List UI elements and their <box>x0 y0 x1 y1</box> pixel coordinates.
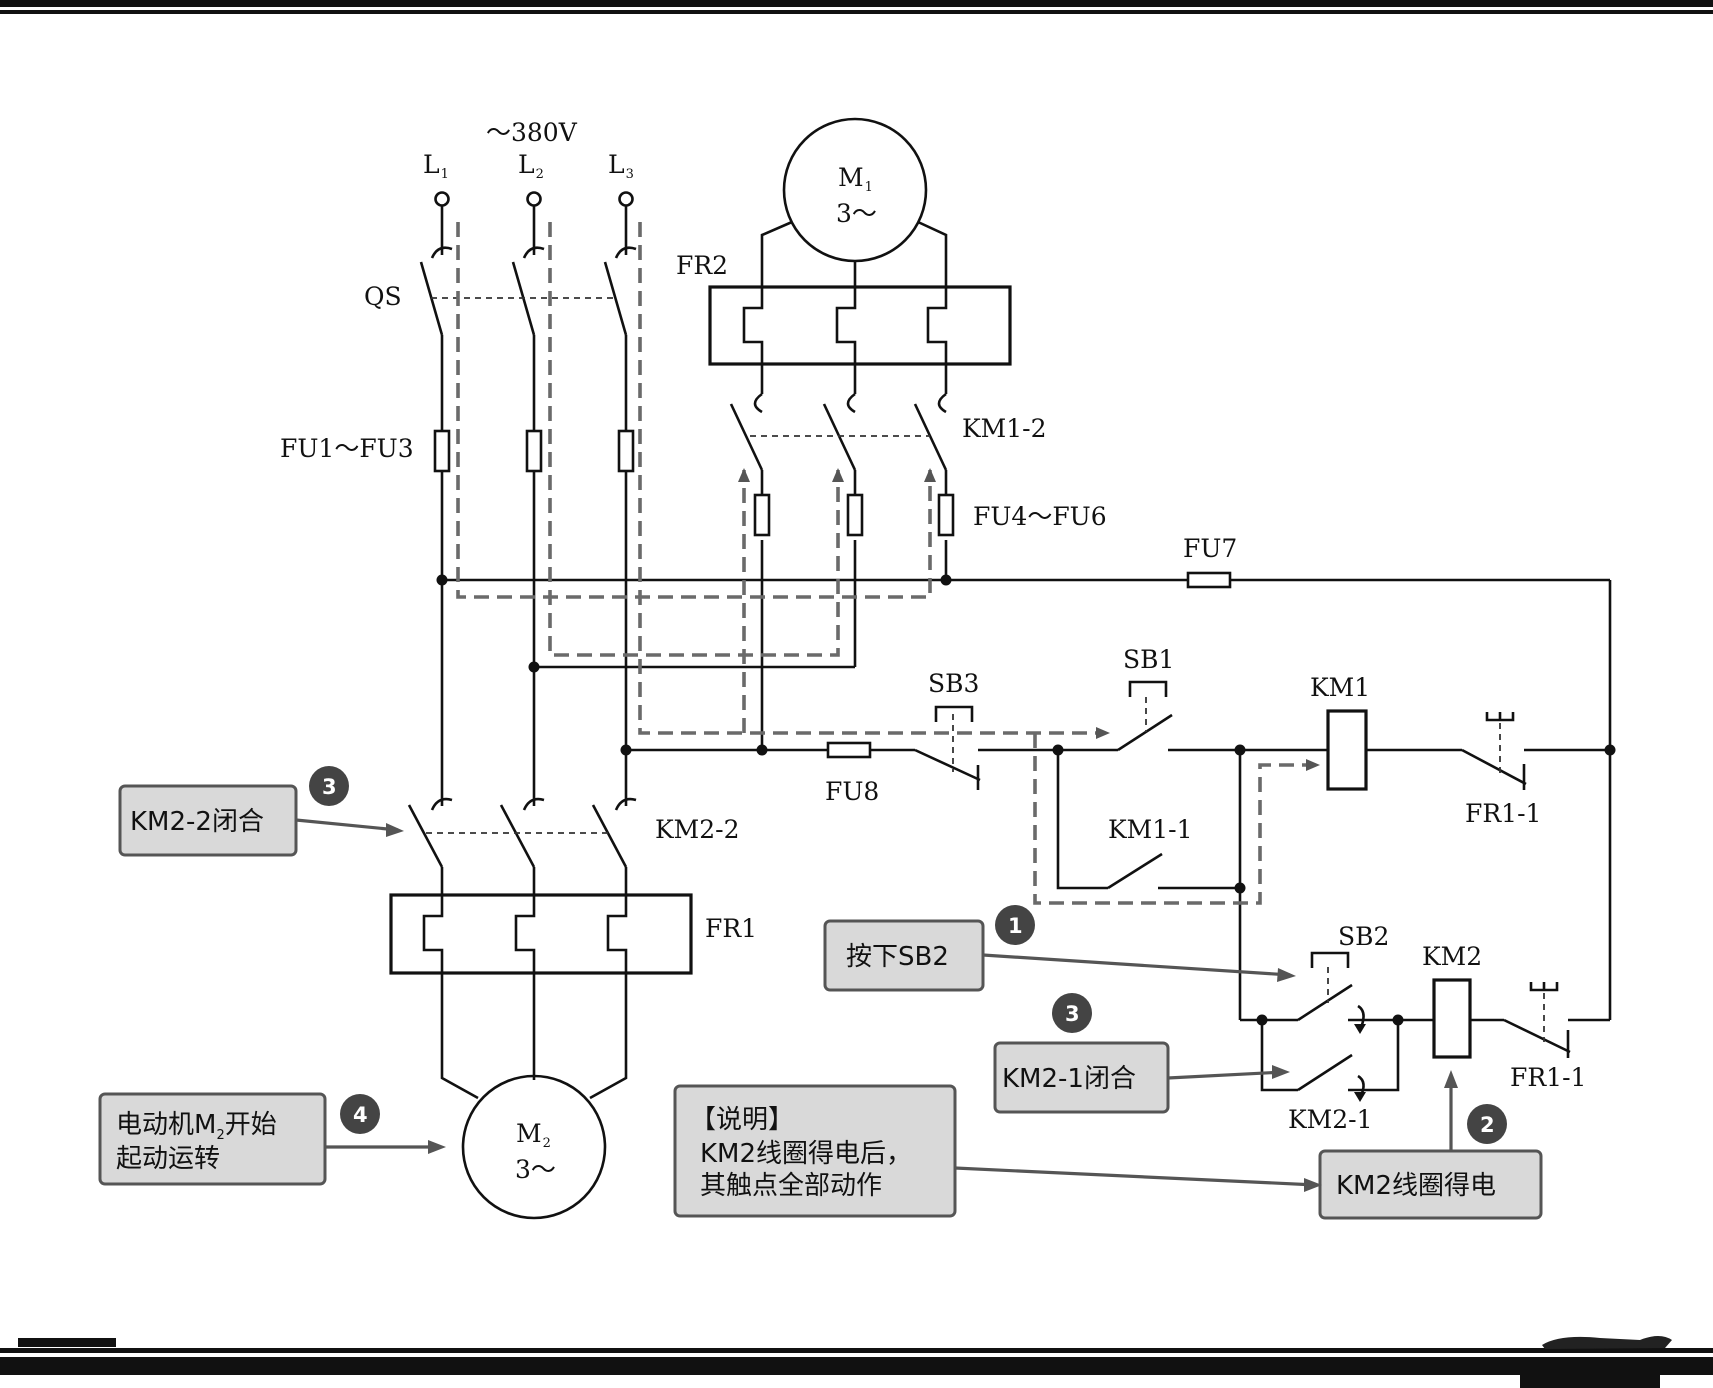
sb3-stop-button[interactable] <box>914 705 1058 790</box>
step-badge-1: 1 <box>995 905 1035 945</box>
step-badge-3-km2-2-text: 3 <box>322 775 337 799</box>
callouts: 按下SB2 KM2-1闭合 KM2线圈得电 KM2-2闭合 <box>98 766 1543 1220</box>
km2-1-label: KM2-1 <box>1288 1105 1373 1134</box>
fr1-label: FR1 <box>705 914 757 943</box>
step-badge-3-km2-1-text: 3 <box>1065 1002 1080 1026</box>
callout-km2-1-closed-text: KM2-1闭合 <box>1002 1064 1136 1094</box>
fuse-fu3 <box>617 429 635 473</box>
qs-label: QS <box>364 282 402 311</box>
km2-2-label: KM2-2 <box>655 815 740 844</box>
power-circuit: M1 3～ <box>389 117 1612 1220</box>
km2-coil <box>1432 978 1472 1059</box>
note-line1: KM2线圈得电后， <box>700 1139 912 1169</box>
terminal-l3 <box>618 191 634 207</box>
sb2-label: SB2 <box>1338 922 1389 951</box>
fu1-fu3-label: FU1～FU3 <box>280 434 414 463</box>
note-line2: 其触点全部动作 <box>700 1171 882 1201</box>
km2-label: KM2 <box>1422 942 1482 971</box>
fr2-thermal-relay <box>708 266 1012 366</box>
callout-motor-m2-starts: 电动机M2开始 起动运转 <box>98 1092 446 1186</box>
fuse-fu8 <box>826 741 872 759</box>
fr1-1-top-label: FR1-1 <box>1465 799 1541 828</box>
fr1-1-bottom-label: FR1-1 <box>1510 1063 1586 1092</box>
supply-voltage-label: ～380V <box>486 118 578 147</box>
callout-km2-energized-text: KM2线圈得电 <box>1336 1171 1496 1201</box>
qs-switch <box>419 206 637 336</box>
fr2-label: FR2 <box>676 251 728 280</box>
km1-2-contacts <box>729 366 948 471</box>
motor-m2-name: M2 <box>516 1119 551 1151</box>
step-badge-2: 2 <box>1467 1104 1507 1144</box>
km1-1-label: KM1-1 <box>1108 815 1193 844</box>
phase-l1-label: L1 <box>423 150 449 182</box>
step-badge-4: 4 <box>340 1094 380 1134</box>
fu7-label: FU7 <box>1183 534 1237 563</box>
action-flow-lines <box>456 222 1320 905</box>
fuse-fu5 <box>846 493 864 537</box>
callout-km2-energized: KM2线圈得电 <box>1318 1070 1543 1220</box>
fr1-1-bottom-contact <box>1503 982 1610 1058</box>
motor-m2: M2 3～ <box>440 973 628 1220</box>
fuse-fu1 <box>433 429 451 473</box>
sb1-label: SB1 <box>1123 645 1174 674</box>
fuse-fu2 <box>525 429 543 473</box>
step-badge-3-km2-1: 3 <box>1052 993 1092 1033</box>
motor-m2-phase: 3～ <box>515 1155 556 1184</box>
control-circuit <box>626 680 1616 1102</box>
km1-coil <box>1326 709 1368 791</box>
callout-press-sb2: 按下SB2 <box>823 919 1296 992</box>
terminal-l1 <box>434 191 450 207</box>
step-badge-2-text: 2 <box>1480 1113 1495 1137</box>
motor-m1-phase: 3～ <box>836 199 877 228</box>
step-badge-3-km2-2: 3 <box>309 766 349 806</box>
km2-2-contacts <box>407 793 637 895</box>
fu4-fu6-label: FU4～FU6 <box>973 502 1107 531</box>
phase-l3-label: L3 <box>608 150 634 182</box>
callout-note: 【说明】 KM2线圈得电后， 其触点全部动作 <box>673 1084 1322 1218</box>
callout-km2-2-closed: KM2-2闭合 <box>118 784 404 857</box>
callout-press-sb2-text: 按下SB2 <box>846 942 949 972</box>
fuse-fu7 <box>1186 571 1232 589</box>
note-title: 【说明】 <box>690 1105 794 1135</box>
fr1-thermal-relay <box>389 893 693 975</box>
phase-l2-label: L2 <box>518 150 544 182</box>
sb2-start-button[interactable] <box>1297 951 1398 1034</box>
step-badge-4-text: 4 <box>353 1103 368 1127</box>
labels: ～380V L1 L2 L3 QS FU1～FU3 FR2 KM1-2 FU4～… <box>280 118 1586 1134</box>
km2-1-contact <box>1260 1020 1400 1102</box>
step-badge-1-text: 1 <box>1008 914 1023 938</box>
callout-motor-m2-line2: 起动运转 <box>116 1144 220 1174</box>
sb3-label: SB3 <box>928 669 979 698</box>
motor-m1: M1 3～ <box>760 117 948 266</box>
motor-m1-name: M1 <box>838 163 873 195</box>
terminal-l2 <box>526 191 542 207</box>
fuse-fu6 <box>937 493 955 537</box>
km1-label: KM1 <box>1310 673 1370 702</box>
km1-2-label: KM1-2 <box>962 414 1047 443</box>
fuse-fu4 <box>753 493 771 537</box>
callout-km2-2-closed-text: KM2-2闭合 <box>130 807 264 837</box>
callout-motor-m2-line1: 电动机M2开始 <box>116 1110 277 1143</box>
callout-km2-1-closed: KM2-1闭合 <box>993 1041 1290 1114</box>
fr1-1-top-contact <box>1461 712 1610 790</box>
sb1-start-button[interactable] <box>1117 680 1240 752</box>
fu8-label: FU8 <box>825 777 879 806</box>
